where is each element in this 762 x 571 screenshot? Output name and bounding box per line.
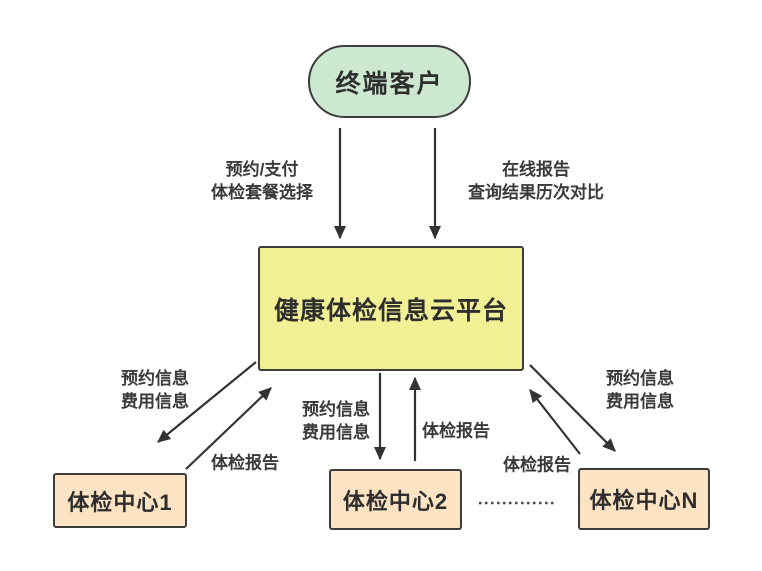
- label-exam-report-right: 体检报告: [503, 454, 571, 477]
- arrow-center1-to-platform: [185, 387, 272, 470]
- label-online-report: 在线报告: [502, 160, 570, 179]
- node-client-label: 终端客户: [335, 69, 444, 98]
- node-center-n-label: 体检中心N: [589, 488, 699, 513]
- node-client: 终端客户: [308, 45, 471, 118]
- label-exam-report: 体检报告: [211, 453, 279, 473]
- node-center-2-label: 体检中心2: [342, 488, 449, 514]
- node-center-1-label: 体检中心1: [67, 489, 173, 515]
- label-booking-fee-left: 预约信息 费用信息: [121, 367, 189, 413]
- label-booking-fee-right: 预约信息 费用信息: [606, 367, 674, 413]
- label-fee-info: 费用信息: [121, 392, 189, 411]
- label-exam-report: 体检报告: [422, 421, 490, 441]
- label-booking-info: 预约信息: [606, 369, 674, 388]
- node-platform: 健康体检信息云平台: [258, 246, 524, 371]
- label-booking-info: 预约信息: [121, 369, 189, 388]
- arrow-platform-to-center1: [157, 361, 257, 443]
- label-exam-report-left: 体检报告: [211, 452, 279, 475]
- label-package-selection: 体检套餐选择: [211, 183, 313, 202]
- arrow-centerN-to-platform: [529, 389, 581, 455]
- node-platform-label: 健康体检信息云平台: [273, 296, 508, 325]
- label-exam-report-middle: 体检报告: [422, 420, 490, 443]
- node-center-n: 体检中心N: [578, 468, 710, 530]
- label-appointment-payment: 预约/支付: [225, 160, 299, 179]
- label-exam-report: 体检报告: [503, 455, 571, 475]
- node-center-1: 体检中心1: [53, 473, 187, 528]
- label-fee-info: 费用信息: [606, 392, 674, 411]
- label-query-history-compare: 查询结果历次对比: [468, 183, 604, 202]
- label-fee-info: 费用信息: [302, 423, 370, 442]
- arrow-platform-to-centerN: [529, 364, 616, 452]
- label-booking-info: 预约信息: [302, 400, 370, 419]
- label-client-to-platform: 预约/支付 体检套餐选择: [211, 158, 313, 204]
- label-booking-fee-middle: 预约信息 费用信息: [302, 398, 370, 444]
- node-center-2: 体检中心2: [329, 469, 462, 530]
- label-platform-to-client: 在线报告 查询结果历次对比: [468, 158, 604, 204]
